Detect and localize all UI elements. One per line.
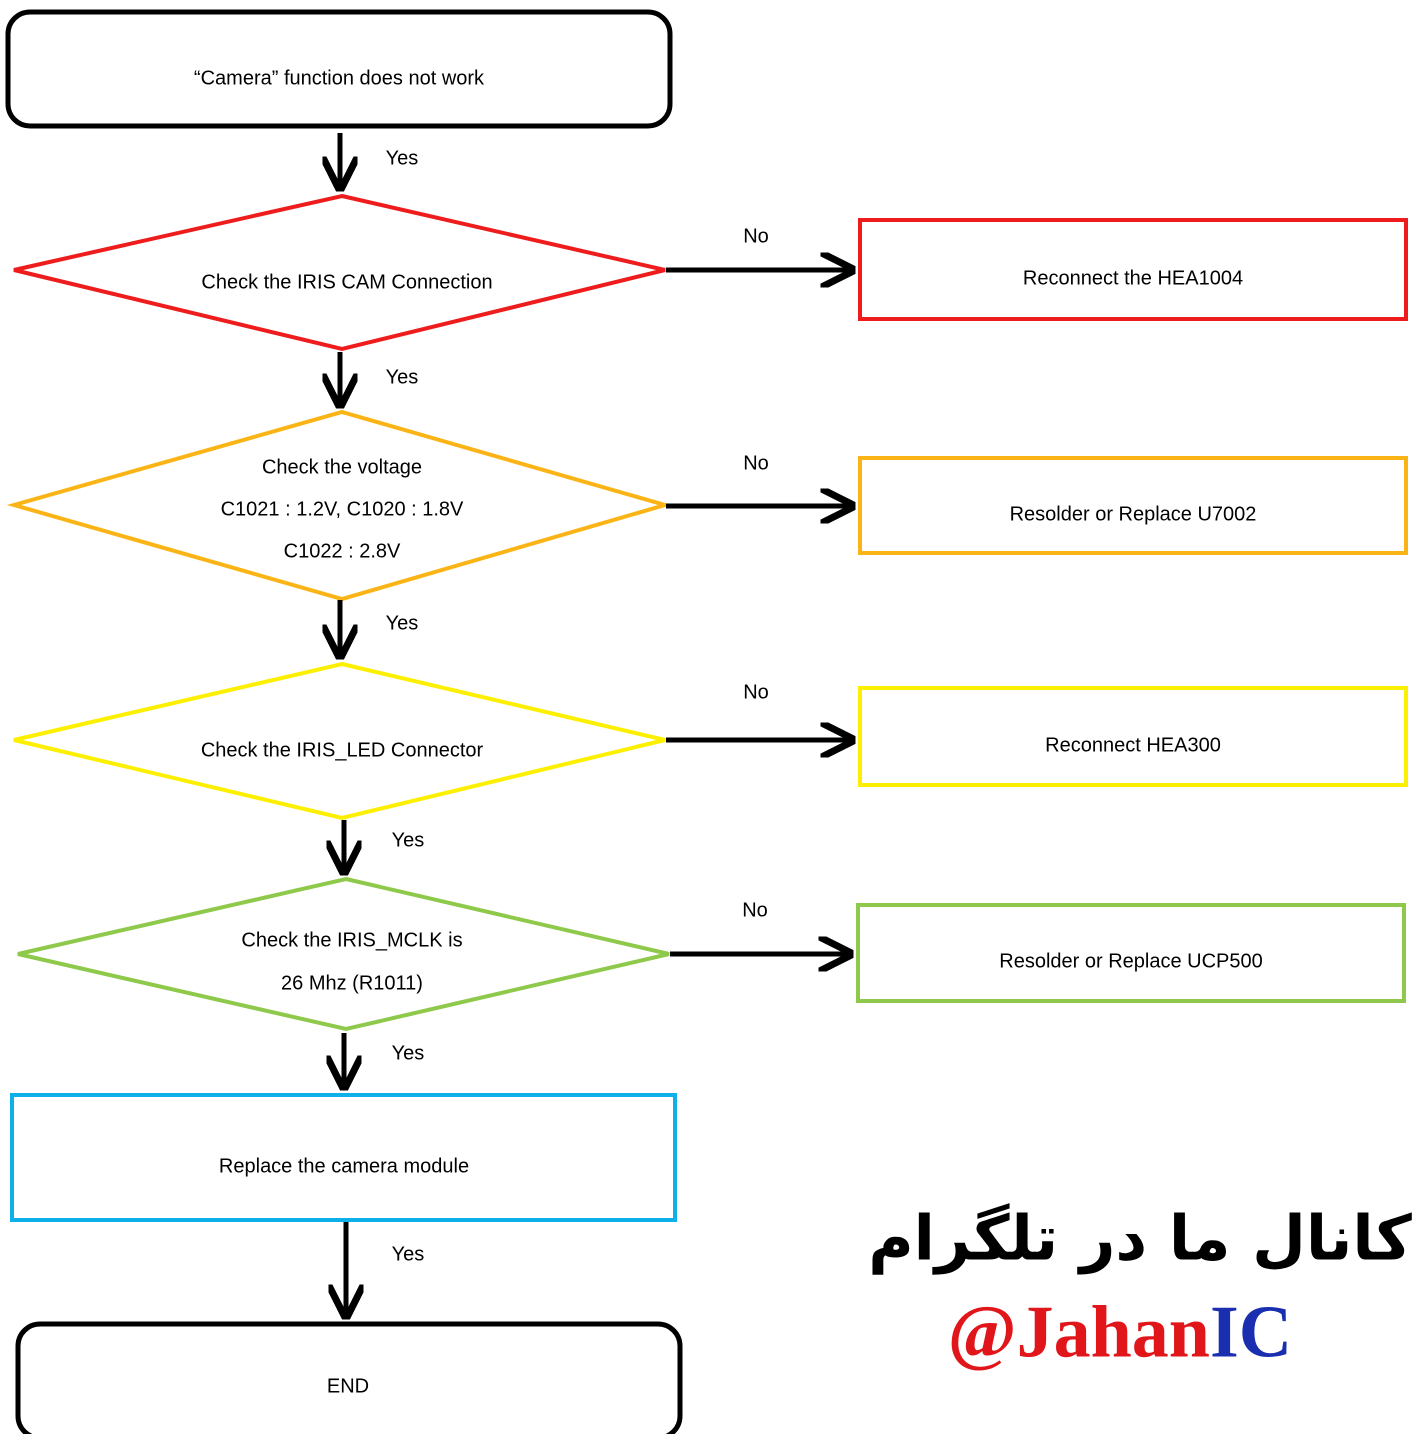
fix-voltage-box	[858, 456, 1408, 555]
fix-cam-label-line: Reconnect the HEA1004	[1022, 267, 1244, 290]
fix-mclk-label: Resolder or Replace UCP500	[999, 951, 1262, 974]
edge-yes-label: Yes	[385, 612, 419, 635]
watermark-handle-suffix: IC	[1209, 1291, 1293, 1374]
edge-yes-label: Yes	[391, 829, 425, 852]
watermark-handle: @JahanIC	[948, 1291, 1292, 1376]
check-mclk-line-1: Check the IRIS_MCLK is	[241, 929, 463, 952]
check-led-label-line: Check the IRIS_LED Connector	[200, 739, 484, 762]
edge-no-label: No	[743, 225, 769, 248]
edge-yes-label: Yes	[385, 366, 419, 389]
decision-cam-connection	[13, 193, 666, 352]
fix-led-label: Reconnect HEA300	[1045, 735, 1221, 758]
fix-mclk-label-line: Resolder or Replace UCP500	[999, 950, 1263, 973]
check-cam-label-line: Check the IRIS CAM Connection	[201, 271, 493, 294]
start-label: “Camera” function does not work	[194, 68, 484, 91]
check-voltage-label-3: C1022 : 2.8V	[284, 541, 401, 564]
check-voltage-line-1: Check the voltage	[261, 456, 423, 479]
check-voltage-label-1: Check the voltage	[262, 457, 422, 480]
replace-module-node	[10, 1093, 677, 1222]
end-label: END	[327, 1376, 369, 1399]
check-cam-label: Check the IRIS CAM Connection	[201, 272, 492, 295]
edge-yes-label: Yes	[385, 147, 419, 170]
edge-yes-label: Yes	[391, 1243, 425, 1266]
fix-cam-box	[858, 218, 1408, 321]
check-led-label: Check the IRIS_LED Connector	[201, 740, 483, 763]
check-voltage-label-2: C1021 : 1.2V, C1020 : 1.8V	[221, 499, 464, 522]
fix-led-box	[858, 686, 1408, 787]
edge-yes-label: Yes	[391, 1042, 425, 1065]
fix-voltage-label-line: Resolder or Replace U7002	[1009, 503, 1257, 526]
check-mclk-line-2: 26 Mhz (R1011)	[281, 972, 423, 995]
fix-cam-label: Reconnect the HEA1004	[1023, 268, 1243, 291]
replace-module-label: Replace the camera module	[219, 1156, 469, 1179]
fix-led-label-line: Reconnect HEA300	[1045, 734, 1221, 757]
fix-mclk-box	[856, 903, 1406, 1003]
decision-led-connector	[13, 661, 666, 821]
decision-mclk	[17, 876, 670, 1032]
decision-voltage	[6, 409, 673, 602]
watermark-persian-text: کانال ما در تلگرام	[868, 1201, 1412, 1275]
check-voltage-line-3: C1022 : 2.8V	[283, 540, 401, 563]
edge-no-label: No	[743, 681, 769, 704]
check-mclk-label-2: 26 Mhz (R1011)	[281, 973, 423, 996]
edge-no-label: No	[743, 452, 769, 475]
replace-module-label-line: Replace the camera module	[218, 1155, 470, 1178]
end-node	[15, 1321, 683, 1434]
start-label-line: “Camera” function does not work	[193, 67, 485, 90]
end-label-line: END	[326, 1375, 370, 1398]
watermark-handle-prefix: @Jahan	[947, 1291, 1210, 1374]
fix-voltage-label: Resolder or Replace U7002	[1010, 504, 1257, 527]
start-node	[5, 9, 673, 129]
edge-no-label: No	[742, 899, 768, 922]
check-mclk-label-1: Check the IRIS_MCLK is	[241, 930, 462, 953]
check-voltage-line-2: C1021 : 1.2V, C1020 : 1.8V	[220, 498, 464, 521]
